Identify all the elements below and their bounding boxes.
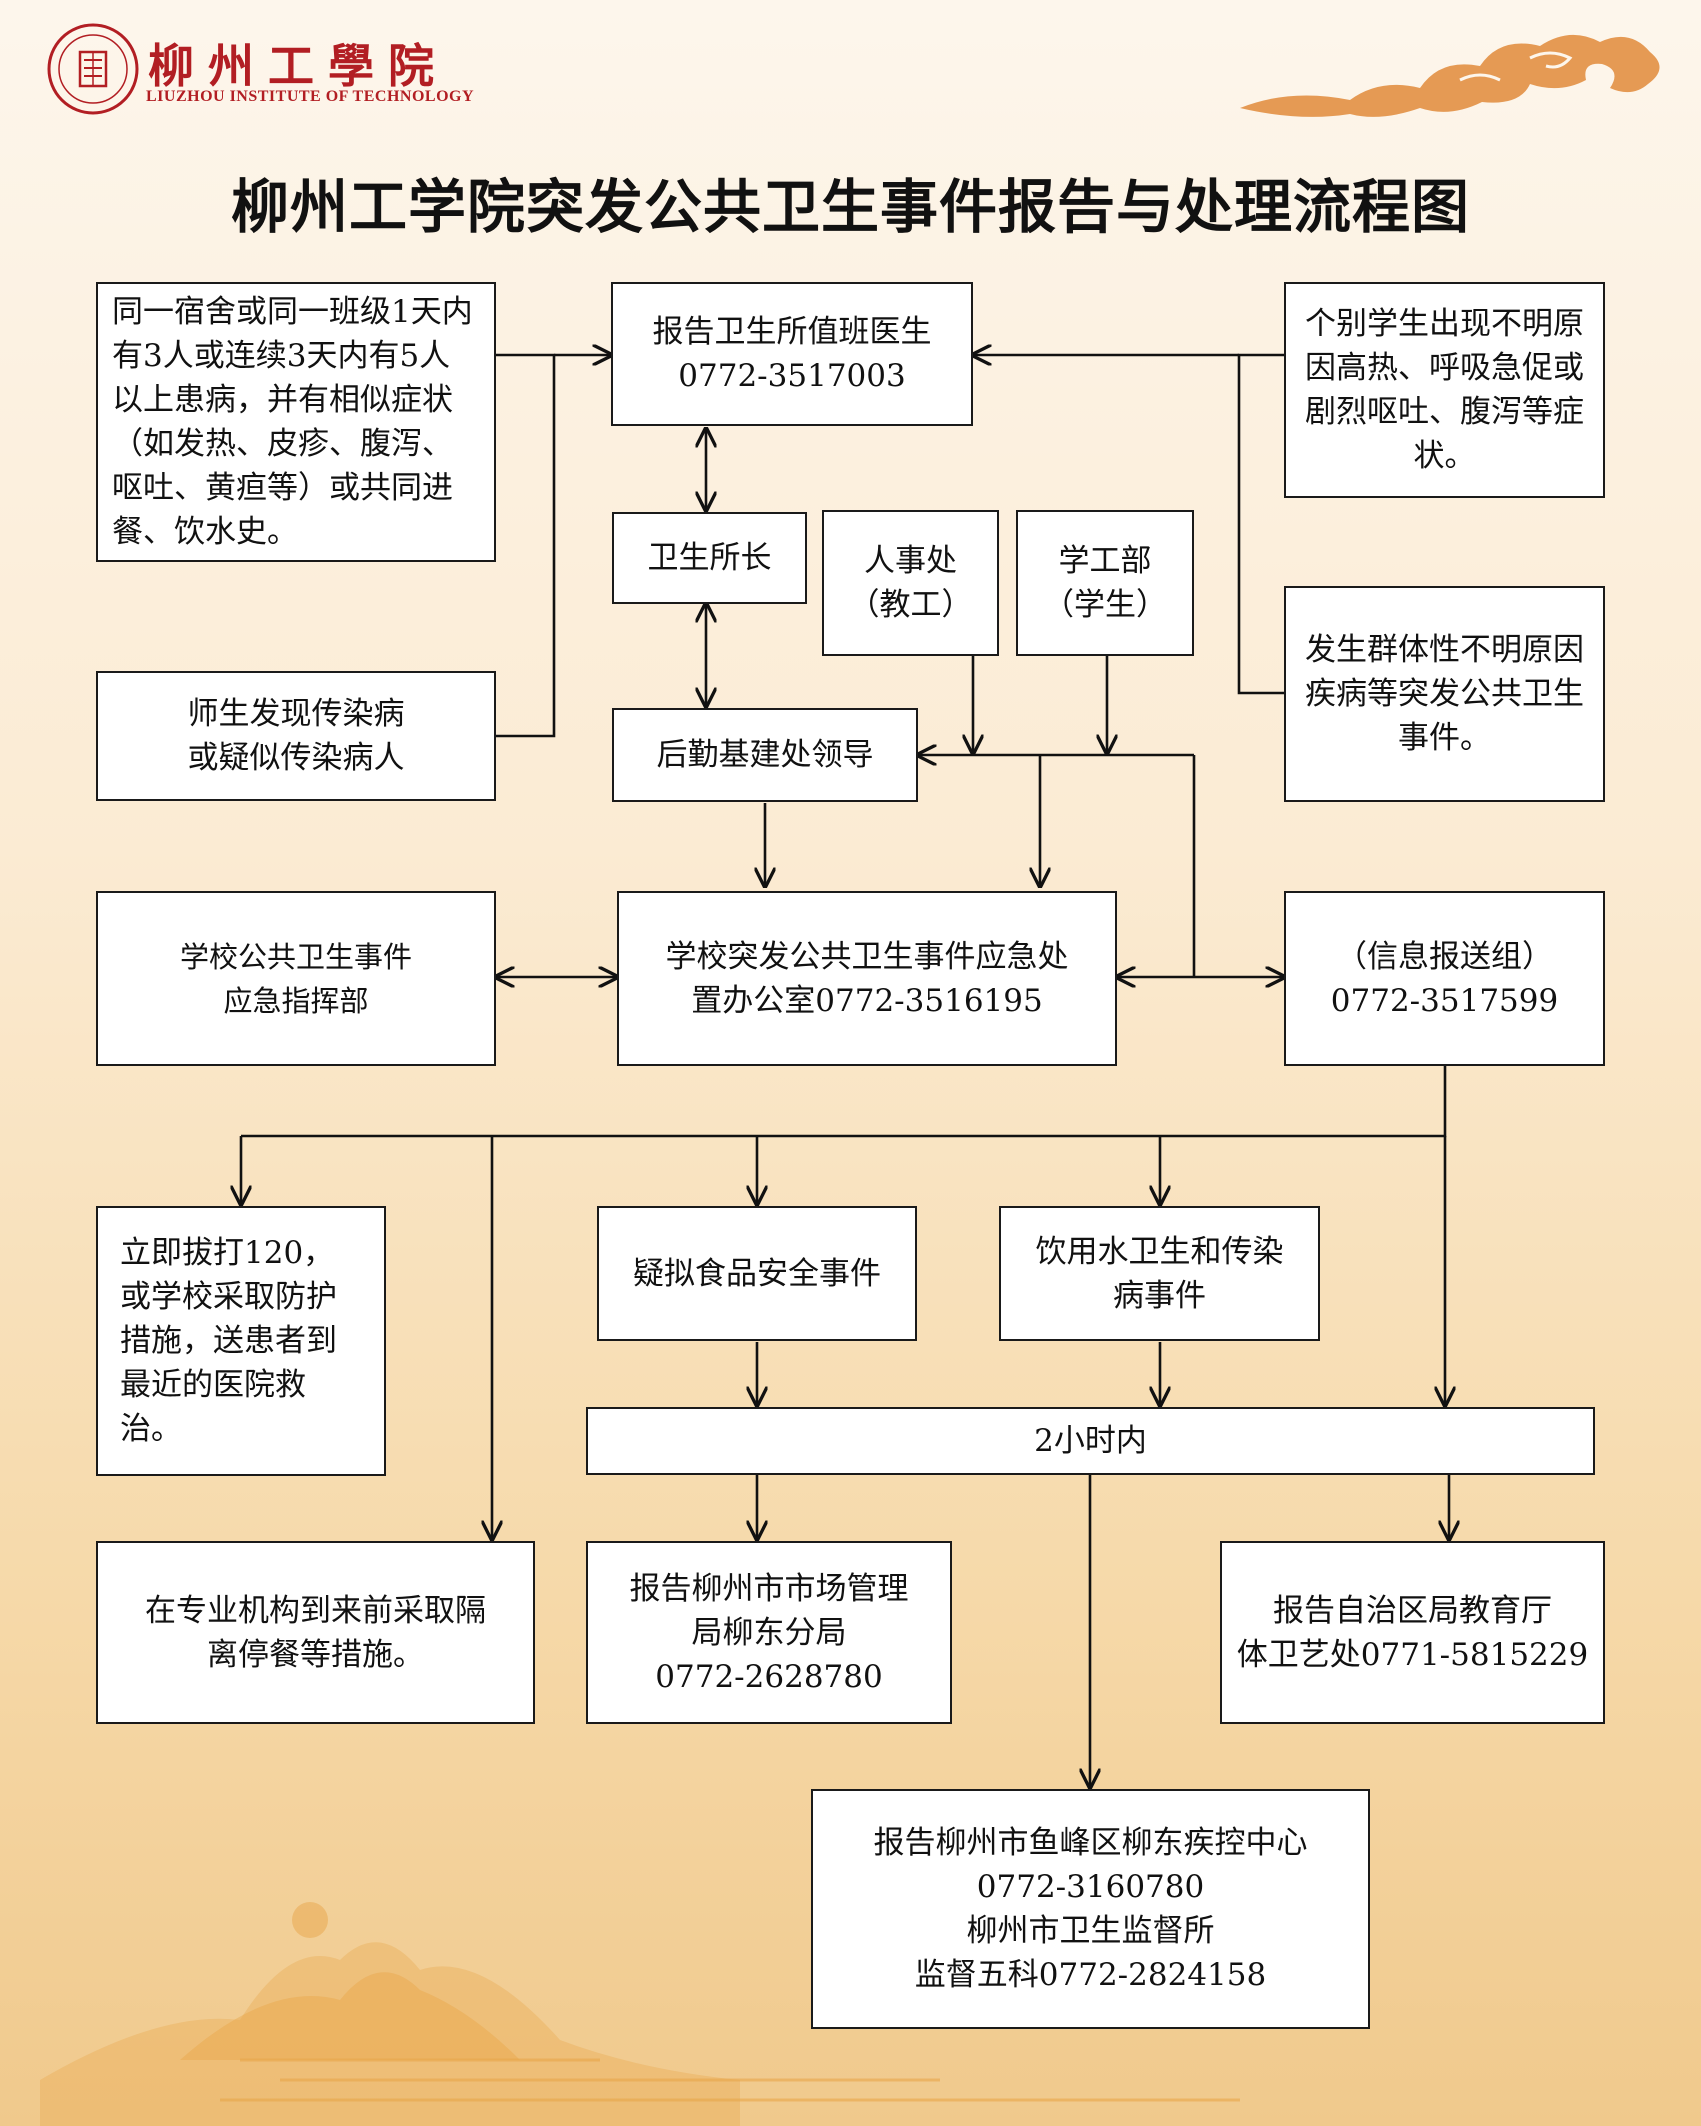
college-logo-name: 柳州工學院 (148, 39, 448, 93)
node-hr-office: 人事处 （教工） (822, 510, 999, 656)
node-food-safety: 疑拟食品安全事件 (597, 1206, 917, 1341)
node-trigger-group: 发生群体性不明原因疾病等突发公共卫生事件。 (1284, 586, 1605, 802)
node-call-120: 立即拔打120，或学校采取防护措施，送患者到最近的医院救治。 (96, 1206, 386, 1476)
connector-trigger-cluster (496, 353, 556, 738)
node-two-hours: 2小时内 (586, 1407, 1595, 1475)
node-emergency-office: 学校突发公共卫生事件应急处 置办公室0772-3516195 (617, 891, 1117, 1066)
node-education-dept: 报告自治区局教育厅 体卫艺处0771-5815229 (1220, 1541, 1605, 1724)
node-command-center: 学校公共卫生事件 应急指挥部 (96, 891, 496, 1066)
node-trigger-teacher-student: 师生发现传染病 或疑似传染病人 (96, 671, 496, 801)
auspicious-cloud-icon (1240, 34, 1660, 117)
college-logo-english: LIUZHOU INSTITUTE OF TECHNOLOGY (146, 88, 475, 105)
node-trigger-cluster: 同一宿舍或同一班级1天内有3人或连续3天内有5人以上患病，并有相似症状（如发热、… (96, 282, 496, 562)
node-report-doctor: 报告卫生所值班医生 0772-3517003 (611, 282, 973, 426)
node-logistics-leader: 后勤基建处领导 (612, 708, 918, 802)
connector-info-bus (241, 1066, 1447, 1138)
college-seal-icon (47, 23, 139, 115)
mountain-decoration-icon (40, 1902, 1240, 2126)
node-water-infectious: 饮用水卫生和传染 病事件 (999, 1206, 1320, 1341)
node-info-group: （信息报送组） 0772-3517599 (1284, 891, 1605, 1066)
node-trigger-individual: 个别学生出现不明原因高热、呼吸急促或剧烈呕吐、腹泻等症状。 (1284, 282, 1605, 498)
node-market-bureau: 报告柳州市市场管理 局柳东分局 0772-2628780 (586, 1541, 952, 1724)
node-clinic-head: 卫生所长 (612, 512, 807, 604)
page-title: 柳州工学院突发公共卫生事件报告与处理流程图 (230, 173, 1470, 241)
node-cdc: 报告柳州市鱼峰区柳东疾控中心 0772-3160780 柳州市卫生监督所 监督五… (811, 1789, 1370, 2029)
node-isolation: 在专业机构到来前采取隔 离停餐等措施。 (96, 1541, 535, 1724)
connector-right-triggers (1237, 353, 1284, 695)
node-student-affairs: 学工部 （学生） (1016, 510, 1194, 656)
